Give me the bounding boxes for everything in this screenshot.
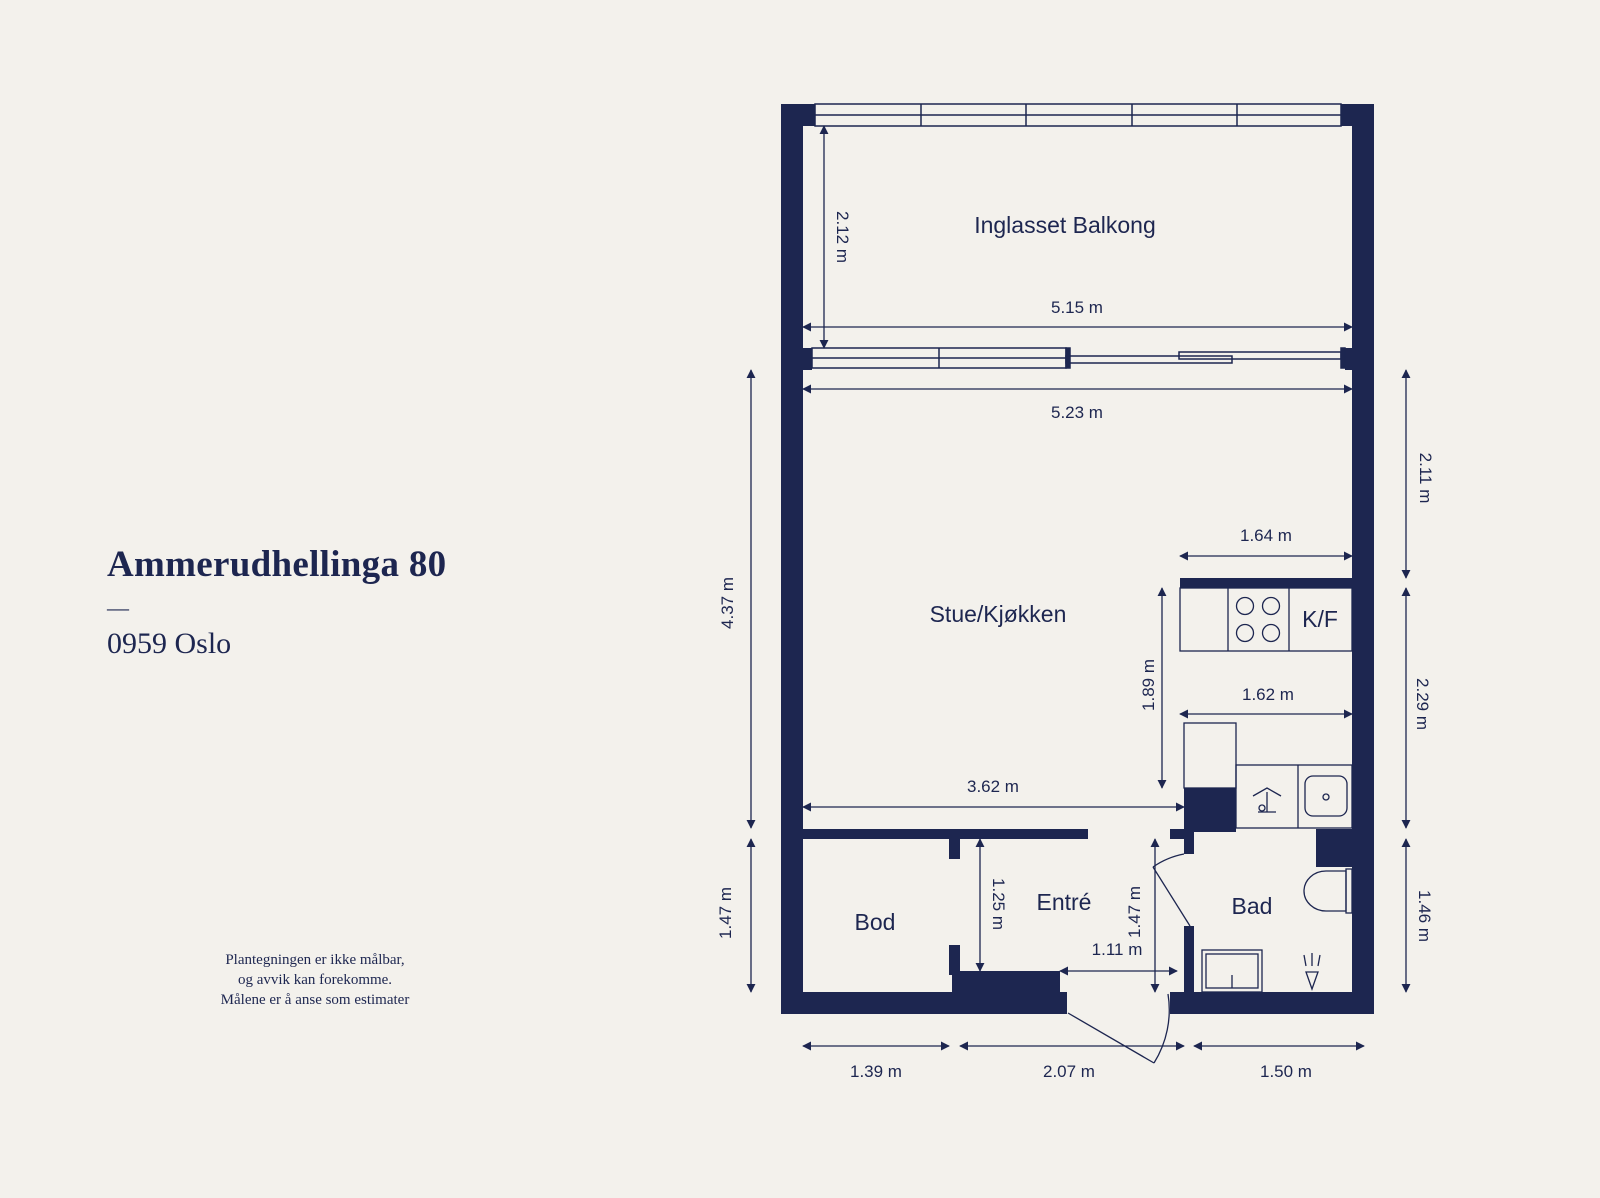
dim-label: 1.11 m — [1092, 940, 1143, 959]
dim-label: 2.29 m — [1413, 678, 1432, 730]
shower-icon — [1201, 949, 1263, 993]
disclaimer: Plantegningen er ikke målbar, og avvik k… — [190, 950, 440, 1010]
entry-door-icon — [1067, 993, 1170, 1064]
wall-bath-top-left — [1170, 829, 1184, 839]
room-label-fridge: K/F — [1302, 606, 1338, 632]
cooktop-icon — [1235, 596, 1281, 643]
dim-label: 2.11 m — [1416, 453, 1435, 504]
dim-label: 1.47 m — [1125, 886, 1144, 938]
disclaimer-line: Målene er å anse som estimater — [220, 992, 410, 1008]
kitchen-counter-bottom — [1235, 764, 1353, 829]
dim-label: 4.37 m — [718, 577, 737, 629]
bath-door-icon — [1152, 853, 1191, 927]
dim-label: 1.25 m — [989, 878, 1008, 930]
wall-bath-left-block — [1184, 788, 1236, 832]
dim-label: 1.64 m — [1240, 526, 1292, 545]
wall-top-right-corner — [1341, 104, 1374, 126]
postal-address: 0959 Oslo — [107, 627, 232, 660]
washer-icon — [1252, 787, 1282, 813]
room-label-living: Stue/Kjøkken — [930, 601, 1067, 627]
disclaimer-line: Plantegningen er ikke målbar, — [225, 952, 405, 968]
wall-left — [781, 104, 803, 1014]
wall-bod-divider-top — [949, 839, 960, 859]
dim-label: 1.46 m — [1415, 890, 1434, 942]
wall-bath-top-right — [1316, 829, 1352, 867]
wall-kitchen-top — [1180, 578, 1352, 588]
kitchen-cabinet — [1183, 722, 1237, 789]
wall-right — [1352, 104, 1374, 1014]
room-label-balcony: Inglasset Balkong — [974, 212, 1156, 238]
dim-label: 1.39 m — [850, 1062, 902, 1081]
dim-label: 2.07 m — [1043, 1062, 1095, 1081]
sink-icon — [1304, 775, 1348, 817]
toilet-icon — [1303, 868, 1353, 914]
kitchen-fixtures — [1179, 587, 1353, 829]
wall-bod-top — [803, 829, 1088, 839]
dimension-lines — [746, 125, 1411, 1051]
wall-bottom-left — [781, 992, 1067, 1014]
disclaimer-line: og avvik kan forekomme. — [237, 972, 393, 988]
address-block: Ammerudhellinga 80 — 0959 Oslo — [107, 546, 446, 659]
dim-label: 3.62 m — [967, 777, 1019, 796]
walls — [781, 104, 1374, 1014]
wall-mid-left-corner — [781, 348, 812, 370]
balcony-glazing-top — [814, 103, 1342, 127]
dim-label: 1.50 m — [1260, 1062, 1312, 1081]
wall-bottom-right — [1170, 992, 1374, 1014]
dim-label: 5.15 m — [1051, 298, 1103, 317]
room-label-storage: Bod — [855, 909, 896, 935]
bathroom-fixtures — [1201, 868, 1353, 993]
wall-bath-left-upper — [1184, 832, 1194, 854]
title-separator: — — [107, 595, 129, 620]
wall-bath-left-lower — [1184, 926, 1194, 992]
dim-label: 2.12 m — [833, 211, 852, 263]
dim-label: 1.62 m — [1242, 685, 1294, 704]
kitchen-counter-top — [1179, 587, 1353, 652]
dim-label: 1.89 m — [1139, 659, 1158, 711]
dim-label: 5.23 m — [1051, 403, 1103, 422]
wall-mid-right-corner — [1345, 348, 1374, 370]
room-label-hall: Entré — [1037, 889, 1092, 915]
dim-label: 1.47 m — [716, 887, 735, 939]
address-title: Ammerudhellinga 80 — [107, 544, 447, 585]
wall-bod-divider-bottom — [949, 945, 960, 975]
room-label-bath: Bad — [1232, 893, 1273, 919]
sliding-door-mid — [811, 347, 1346, 369]
wall-entry-thick — [952, 971, 1060, 996]
shower-light-icon — [1303, 953, 1321, 991]
wall-top-left-corner — [781, 104, 815, 126]
